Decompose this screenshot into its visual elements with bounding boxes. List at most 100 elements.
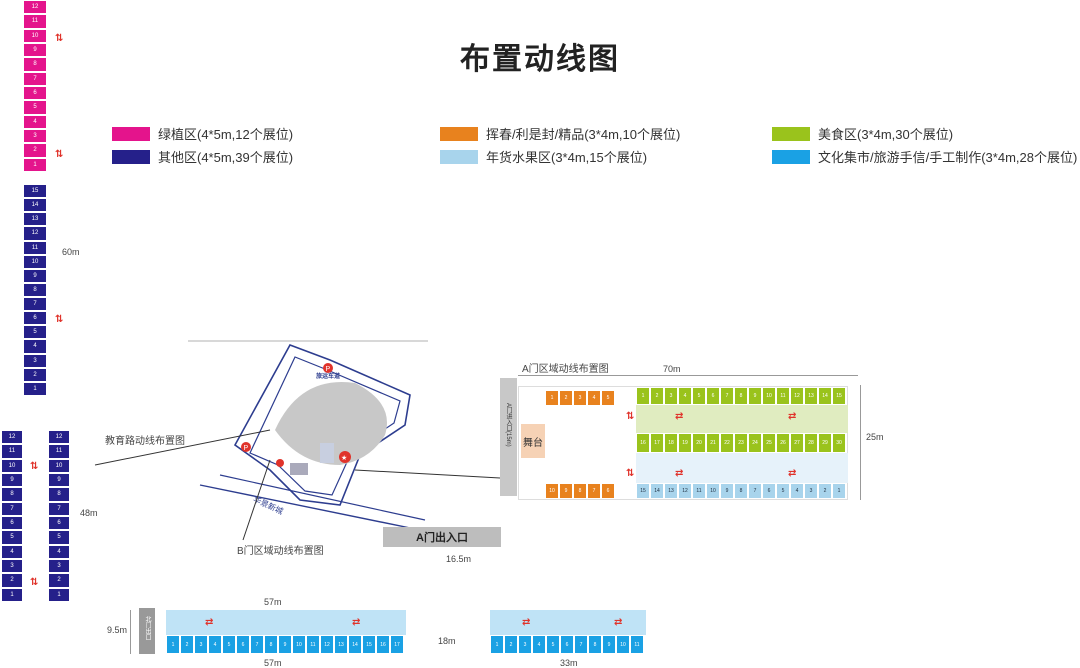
booth-cell: 28: [804, 433, 818, 453]
booth-cell: 20: [692, 433, 706, 453]
flow-arrow-icon: ⇅: [626, 411, 635, 422]
legend-label: 文化集市/旅游手信/手工制作(3*4m,28个展位): [818, 150, 1078, 165]
booth-cell: 5: [23, 325, 47, 340]
booth-cell: 11: [23, 14, 47, 29]
booth-cell: 3: [23, 128, 47, 144]
legend-swatch: [772, 149, 810, 164]
booth-cell: 1: [1, 587, 23, 602]
booth-cell: 2: [23, 367, 47, 382]
booth-cell: 8: [264, 635, 278, 654]
booth-cell: 3: [48, 558, 70, 574]
booth-cell: 4: [587, 390, 601, 406]
booth-cell: 8: [23, 282, 47, 297]
flow-arrow-icon: ⇅: [30, 461, 39, 472]
dimension-9-5m: 9.5m: [107, 625, 128, 635]
legend-item-fruit: 年货水果区(3*4m,15个展位): [440, 147, 647, 166]
booth-cell: 9: [559, 483, 573, 499]
booth-cell: 10: [762, 387, 776, 405]
legend-swatch: [112, 149, 150, 164]
dimension-16-5m: 16.5m: [446, 554, 472, 564]
booth-cell: 12: [1, 430, 23, 445]
booth-cell: 10: [706, 483, 720, 499]
booth-cell: 6: [601, 483, 615, 499]
booth-cell: 12: [678, 483, 692, 499]
booth-cell: 10: [23, 254, 47, 269]
booth-cell: 4: [1, 544, 23, 559]
booth-cell: 6: [23, 85, 47, 101]
booth-cell: 3: [1, 558, 23, 574]
booth-cell: 1: [48, 587, 70, 602]
flow-arrow-icon: ⇅: [55, 33, 64, 44]
flow-arrow-icon: ⇄: [675, 411, 684, 422]
booth-cell: 6: [762, 483, 776, 499]
label-zone-a: A门区域动线布置图: [522, 364, 609, 375]
flow-arrow-icon: ⇄: [675, 468, 684, 479]
booth-cell: 10: [48, 458, 70, 473]
booth-cell: 9: [278, 635, 292, 654]
booth-cell: 13: [334, 635, 348, 654]
booth-cell: 1: [23, 381, 47, 396]
booth-cell: 9: [23, 268, 47, 283]
entrance-vertical-label: A门进入口(15m): [505, 403, 511, 447]
booth-cell: 2: [818, 483, 832, 499]
booth-cell: 4: [790, 483, 804, 499]
booth-cell: 8: [734, 483, 748, 499]
flow-arrow-icon: ⇄: [788, 411, 797, 422]
booth-cell: 7: [23, 297, 47, 312]
booth-cell: 8: [1, 487, 23, 502]
booth-cell: 12: [790, 387, 804, 405]
booth-cell: 10: [1, 458, 23, 473]
booth-cell: 5: [776, 483, 790, 499]
booth-cell: 11: [692, 483, 706, 499]
flow-arrow-icon: ⇅: [626, 468, 635, 479]
booth-cell: 9: [602, 635, 616, 654]
booth-cell: 12: [23, 0, 47, 15]
booth-cell: 11: [630, 635, 644, 654]
booth-cell: 5: [222, 635, 236, 654]
parking-label: 旅运车道: [316, 374, 341, 380]
booth-cell: 21: [706, 433, 720, 453]
legend-label: 挥春/利是封/精品(3*4m,10个展位): [486, 127, 681, 142]
flow-arrow-icon: ⇅: [55, 149, 64, 160]
booth-cell: 6: [1, 515, 23, 531]
label-zone-b: B门区域动线布置图: [237, 546, 324, 557]
booth-cell: 12: [320, 635, 334, 654]
bottom-exit-label: 北门出口: [144, 616, 150, 640]
legend-swatch: [440, 126, 478, 141]
flow-arrow-icon: ⇄: [614, 617, 623, 628]
booth-cell: 7: [587, 483, 601, 499]
booth-cell: 2: [559, 390, 573, 406]
booth-cell: 26: [776, 433, 790, 453]
booth-cell: 8: [734, 387, 748, 405]
booth-cell: 27: [790, 433, 804, 453]
booth-cell: 8: [573, 483, 587, 499]
booth-cell: 23: [734, 433, 748, 453]
booth-cell: 7: [574, 635, 588, 654]
dimension-48m: 48m: [80, 508, 98, 518]
booth-cell: 8: [588, 635, 602, 654]
booth-cell: 8: [23, 57, 47, 72]
flow-arrow-icon: ⇄: [352, 617, 361, 628]
gate-a-box: A门出入口: [383, 527, 501, 547]
flow-arrow-icon: ⇅: [30, 577, 39, 588]
booth-cell: 29: [818, 433, 832, 453]
booth-cell: 1: [636, 387, 650, 405]
booth-cell: 9: [48, 472, 70, 488]
dimension-33m: 33m: [560, 658, 578, 668]
booth-cell: 5: [546, 635, 560, 654]
booth-cell: 7: [48, 501, 70, 516]
booth-cell: 7: [23, 71, 47, 86]
booth-cell: 14: [650, 483, 664, 499]
booth-cell: 9: [23, 42, 47, 58]
legend-item-green-plants: 绿植区(4*5m,12个展位): [112, 124, 293, 143]
flow-arrow-icon: ⇄: [788, 468, 797, 479]
booth-cell: 11: [23, 240, 47, 255]
booth-cell: 2: [1, 573, 23, 588]
